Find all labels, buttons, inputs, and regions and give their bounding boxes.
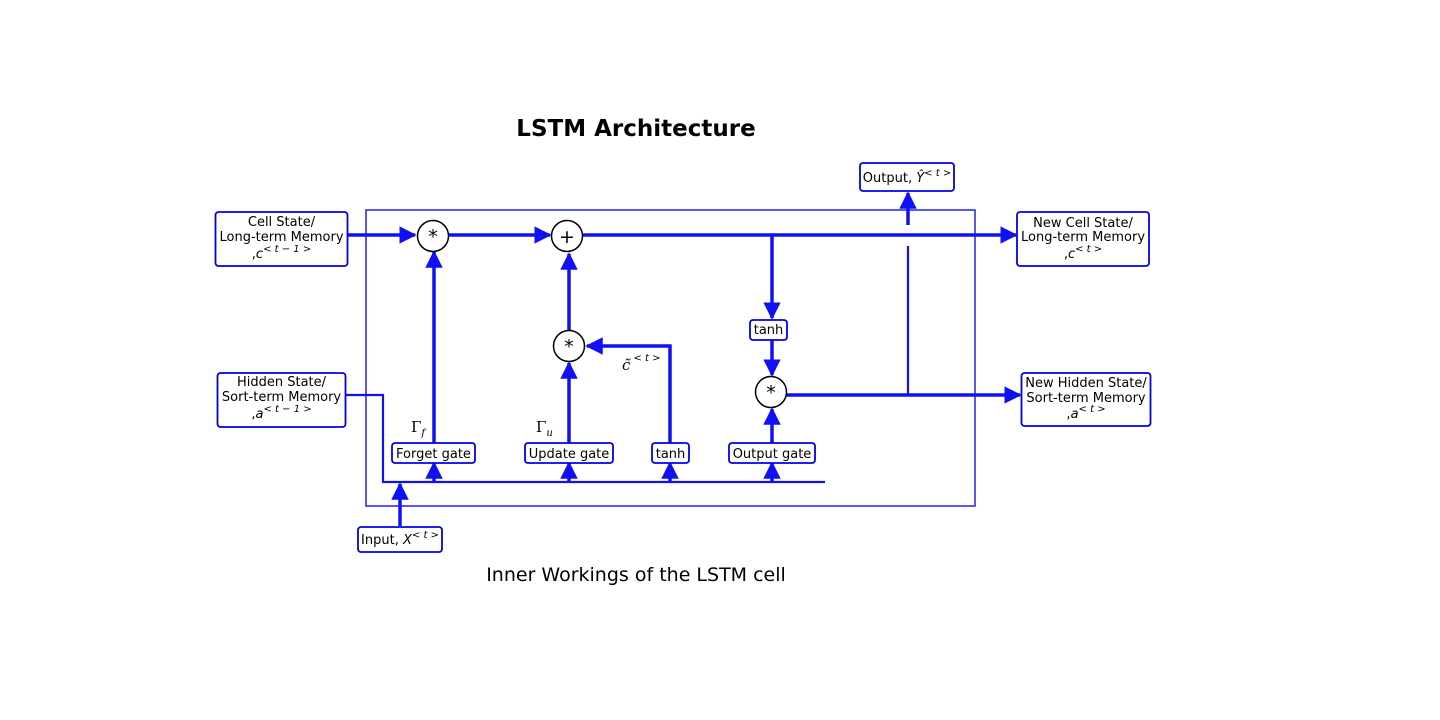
update-multiply-symbol: *	[564, 336, 574, 358]
output-multiply-symbol: *	[766, 382, 776, 404]
tanh-gate-box	[651, 442, 690, 464]
diagram-subtitle: Inner Workings of the LSTM cell	[486, 564, 786, 586]
new-hidden-state-symbol: ,a< t >	[1066, 404, 1105, 422]
hidden-state-bus	[345, 393, 825, 484]
new-hidden-state-line1: New Hidden State/	[1025, 376, 1147, 391]
output-multiply-node	[754, 375, 788, 409]
candidate-symbol: c̃< t >	[622, 353, 660, 374]
forget-multiply-symbol: *	[428, 226, 438, 248]
add-symbol: +	[559, 226, 575, 248]
cell-state-line1: Cell State/	[248, 215, 316, 230]
forget-gate-symbol: Γf	[411, 418, 427, 439]
hidden-state-symbol: ,a< t − 1 >	[251, 404, 311, 422]
tanh-cell-box	[749, 319, 788, 341]
new-cell-state-line1: New Cell State/	[1033, 216, 1133, 231]
update-gate-box	[524, 442, 614, 464]
cell-state-symbol: ,c< t − 1 >	[252, 244, 311, 262]
tanh-cell-label: tanh	[754, 323, 784, 338]
update-gate-label: Update gate	[529, 447, 610, 462]
output-box	[859, 162, 955, 192]
update-gate-symbol: Γu	[536, 418, 553, 439]
hidden-state-line1: Hidden State/	[237, 375, 327, 390]
hidden-state-input-box	[216, 372, 347, 428]
cell-state-line2: Long-term Memory	[219, 230, 343, 245]
lstm-cell-frame	[365, 209, 976, 507]
tanh-gate-label: tanh	[656, 447, 686, 462]
output-label: Output, Ŷ< t >	[863, 168, 951, 186]
forget-multiply-node	[416, 219, 450, 253]
new-hidden-state-line2: Sort-term Memory	[1026, 391, 1146, 406]
forget-gate-box	[391, 442, 476, 464]
input-box	[357, 526, 443, 553]
new-cell-state-box	[1016, 211, 1150, 267]
new-hidden-state-box	[1020, 372, 1152, 427]
cell-state-input-box	[214, 211, 349, 267]
new-cell-state-symbol: ,c< t >	[1064, 244, 1102, 262]
update-multiply-node	[552, 329, 586, 363]
add-node	[550, 219, 584, 253]
new-cell-state-line2: Long-term Memory	[1021, 230, 1145, 245]
candidate-arrow	[585, 337, 672, 443]
hidden-state-line2: Sort-term Memory	[222, 390, 342, 405]
output-gate-label: Output gate	[733, 447, 812, 462]
output-gate-box	[728, 442, 816, 464]
forget-gate-label: Forget gate	[396, 447, 471, 462]
diagram-title: LSTM Architecture	[516, 116, 755, 142]
input-label: Input, X< t >	[361, 530, 439, 548]
